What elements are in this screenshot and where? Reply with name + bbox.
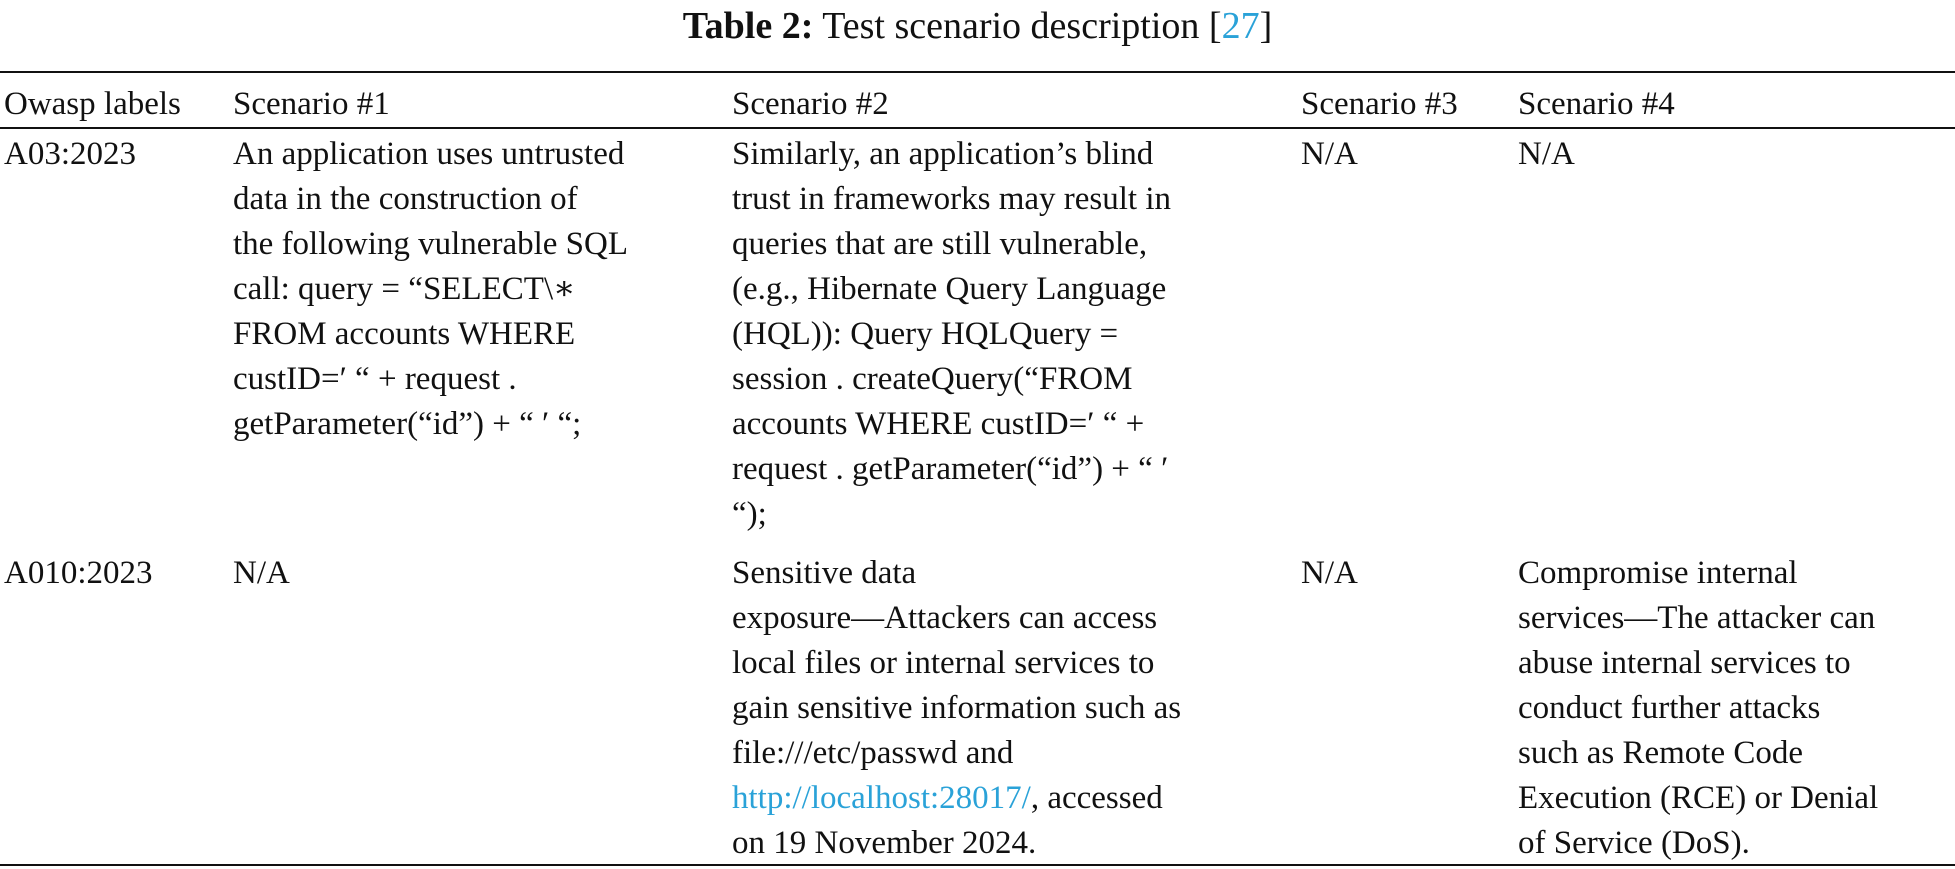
row1-s2-line: queries that are still vulnerable,	[732, 226, 1148, 262]
row2-s4-line: Compromise internal	[1518, 555, 1798, 591]
row2-s4-line: services—The attacker can	[1518, 600, 1876, 636]
row2-s4-line: Execution (RCE) or Denial	[1518, 780, 1879, 816]
caption-close: ]	[1259, 5, 1273, 47]
row1-s1-line: An application uses untrusted	[233, 136, 625, 172]
row1-s2-line: trust in frameworks may result in	[732, 181, 1171, 217]
row2-scenario1: N/A	[233, 555, 290, 591]
row1-s2-line: session . createQuery(“FROM	[732, 361, 1133, 397]
row1-s1-line: custID=′ “ + request .	[233, 361, 517, 397]
table-bottom-rule	[0, 864, 1955, 866]
row1-s2-line: Similarly, an application’s blind	[732, 136, 1154, 172]
header-scenario-4: Scenario #4	[1518, 86, 1675, 122]
row2-s4-line: of Service (DoS).	[1518, 825, 1750, 861]
row1-label: A03:2023	[4, 136, 136, 172]
row1-s2-line: “);	[732, 496, 767, 532]
row2-s2-line: gain sensitive information such as	[732, 690, 1182, 726]
row2-s2-line: local files or internal services to	[732, 645, 1155, 681]
row2-s4-line: conduct further attacks	[1518, 690, 1821, 726]
row2-s2-line: file:///etc/passwd and	[732, 735, 1014, 771]
row1-scenario2: Similarly, an application’s blind trust …	[732, 132, 1292, 537]
header-scenario-1: Scenario #1	[233, 86, 390, 122]
row2-s2-line: Sensitive data	[732, 555, 917, 591]
caption-text: Test scenario description [	[822, 5, 1222, 47]
row1-scenario3: N/A	[1301, 136, 1358, 172]
row1-s2-line: accounts WHERE custID=′ “ +	[732, 406, 1145, 442]
row1-s1-line: getParameter(“id”) + “ ′ “;	[233, 406, 582, 442]
row2-s2-link-line: http://localhost:28017/, accessed	[732, 776, 1292, 821]
row2-scenario3: N/A	[1301, 555, 1358, 591]
table-top-rule	[0, 71, 1955, 73]
row1-s2-line: request . getParameter(“id”) + “ ′	[732, 451, 1169, 487]
row1-s1-line: the following vulnerable SQL	[233, 226, 629, 262]
table-header-rule	[0, 127, 1955, 129]
row2-s4-line: such as Remote Code	[1518, 735, 1804, 771]
caption-label: Table 2:	[682, 5, 814, 47]
localhost-link[interactable]: http://localhost:28017/	[732, 780, 1031, 816]
row1-s2-line: (HQL)): Query HQLQuery =	[732, 316, 1119, 352]
row1-s1-line: FROM accounts WHERE	[233, 316, 576, 352]
row1-scenario1: An application uses untrusted data in th…	[233, 132, 721, 447]
citation-link[interactable]: 27	[1221, 5, 1260, 47]
row2-label: A010:2023	[4, 555, 153, 591]
header-scenario-2: Scenario #2	[732, 86, 889, 122]
table-caption: Table 2: Test scenario description [27]	[0, 0, 1955, 60]
row1-s2-line: (e.g., Hibernate Query Language	[732, 271, 1167, 307]
row2-s2-line: exposure—Attackers can access	[732, 600, 1158, 636]
row1-s1-line: call: query = “SELECT\∗	[233, 271, 576, 307]
row2-s2-after-link: , accessed	[1030, 780, 1163, 816]
header-scenario-3: Scenario #3	[1301, 86, 1458, 122]
row1-scenario4: N/A	[1518, 136, 1575, 172]
row2-scenario2: Sensitive data exposure—Attackers can ac…	[732, 551, 1292, 866]
header-owasp-labels: Owasp labels	[4, 86, 181, 122]
row2-s2-line: on 19 November 2024.	[732, 825, 1037, 861]
row2-scenario4: Compromise internal services—The attacke…	[1518, 551, 1955, 866]
row1-s1-line: data in the construction of	[233, 181, 578, 217]
row2-s4-line: abuse internal services to	[1518, 645, 1851, 681]
